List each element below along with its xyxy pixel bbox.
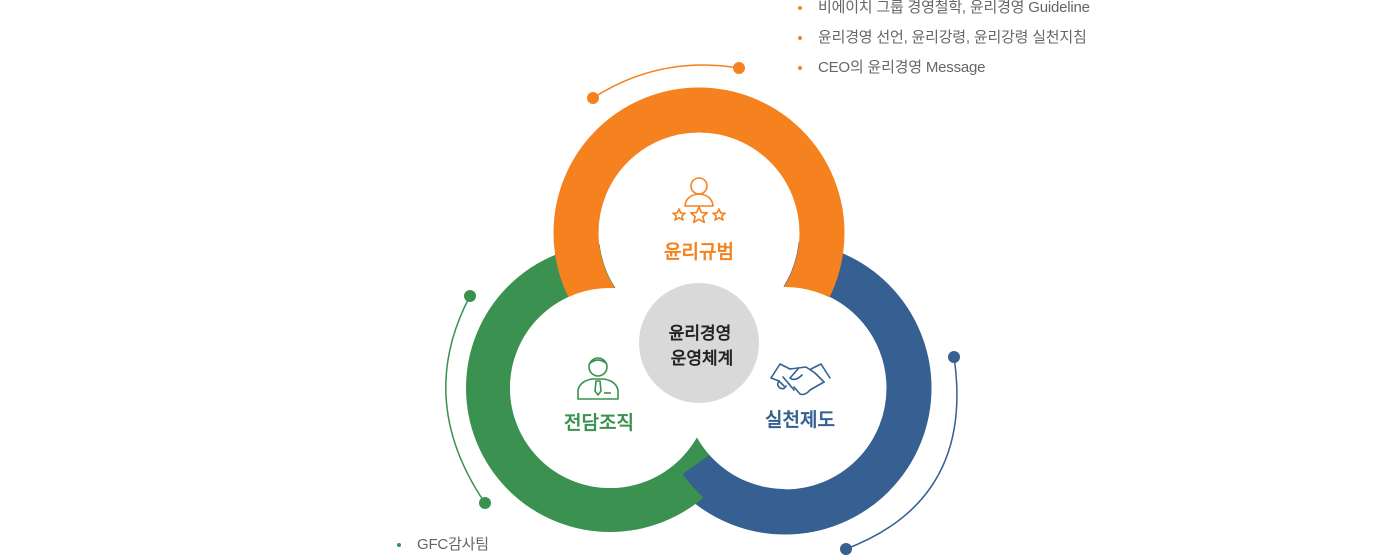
practice-arc-dot-bottom <box>840 543 852 555</box>
bullet-dot <box>798 6 802 10</box>
center-circle <box>639 283 759 403</box>
list-item: CEO의 윤리경영 Message <box>798 53 1090 83</box>
person-stars-icon <box>672 177 726 224</box>
bullet-dot <box>798 36 802 40</box>
practice-outer-arc <box>845 356 958 550</box>
person-tie-icon <box>577 357 619 400</box>
norms-arc-dot-right <box>733 62 745 74</box>
practice-label: 실천제도 <box>765 409 835 431</box>
practice-ring-overlap <box>682 447 789 535</box>
practice-arc-dot-top <box>948 351 960 363</box>
bullet-dot <box>798 66 802 70</box>
norms-arc-dot-left <box>587 92 599 104</box>
org-label: 전담조직 <box>564 412 634 434</box>
org-bullet-list: GFC감사팀 <box>397 530 489 560</box>
handshake-icon <box>770 363 831 396</box>
norms-bullet-list: 비에이치 그룹 경영철학, 윤리경영 Guideline 윤리경영 선언, 윤리… <box>798 0 1090 83</box>
org-arc-dot-bottom <box>479 497 491 509</box>
norms-label: 윤리규범 <box>664 241 734 263</box>
center-title-line1: 윤리경영 <box>669 324 732 343</box>
norms-outer-arc <box>592 64 740 99</box>
center-title-line2: 운영체계 <box>671 349 734 368</box>
org-arc-dot-top <box>464 290 476 302</box>
list-item: 비에이치 그룹 경영철학, 윤리경영 Guideline <box>798 0 1090 23</box>
bullet-dot <box>397 543 401 547</box>
list-item: GFC감사팀 <box>397 530 489 560</box>
org-outer-arc <box>445 295 486 504</box>
list-item: 윤리경영 선언, 윤리강령, 윤리강령 실천지침 <box>798 23 1090 53</box>
